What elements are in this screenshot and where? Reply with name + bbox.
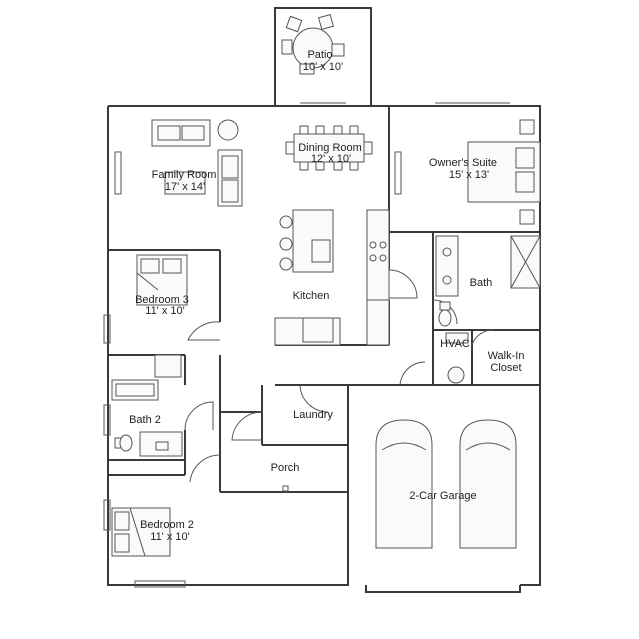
label-bath2: Bath 2 — [129, 414, 161, 426]
family-room-furniture — [151, 119, 243, 207]
size-family-room: 17' x 14' — [165, 181, 205, 193]
label-owners-suite: Owner's Suite — [429, 157, 497, 169]
owners-bath-fixtures — [435, 235, 541, 327]
garage-cars — [375, 419, 517, 549]
label-bedroom3: Bedroom 3 — [135, 294, 189, 306]
label-bath: Bath — [470, 277, 493, 289]
size-dining-room: 12' x 10' — [311, 153, 351, 165]
bath2-fixtures — [111, 354, 183, 457]
interior-walls — [108, 106, 540, 493]
patio-furniture — [281, 14, 345, 75]
exterior-walls — [107, 7, 541, 593]
label-walk-in-line2: Closet — [490, 362, 521, 374]
bedroom2-bed — [111, 507, 171, 557]
size-bedroom2: 11' x 10' — [150, 531, 189, 543]
label-kitchen: Kitchen — [293, 290, 330, 302]
label-walk-in-line1: Walk-In — [488, 350, 525, 362]
label-porch: Porch — [271, 462, 300, 474]
hvac-unit — [445, 332, 469, 384]
size-bedroom3: 11' x 10' — [145, 305, 184, 317]
dining-table — [285, 125, 373, 171]
label-garage: 2-Car Garage — [409, 490, 476, 502]
size-owners-suite: 15' x 13' — [449, 169, 489, 181]
windows — [103, 102, 510, 588]
owners-suite-furniture — [467, 119, 541, 225]
label-hvac: HVAC — [440, 338, 470, 350]
label-laundry: Laundry — [293, 409, 333, 421]
kitchen-fixtures — [274, 209, 390, 346]
size-patio: 10' x 10' — [303, 61, 343, 73]
label-dining-room: Dining Room — [298, 142, 362, 154]
label-bedroom2: Bedroom 2 — [140, 519, 194, 531]
label-family-room: Family Room — [152, 169, 217, 181]
bedroom3-bed — [136, 254, 188, 306]
label-patio: Patio — [307, 49, 332, 61]
